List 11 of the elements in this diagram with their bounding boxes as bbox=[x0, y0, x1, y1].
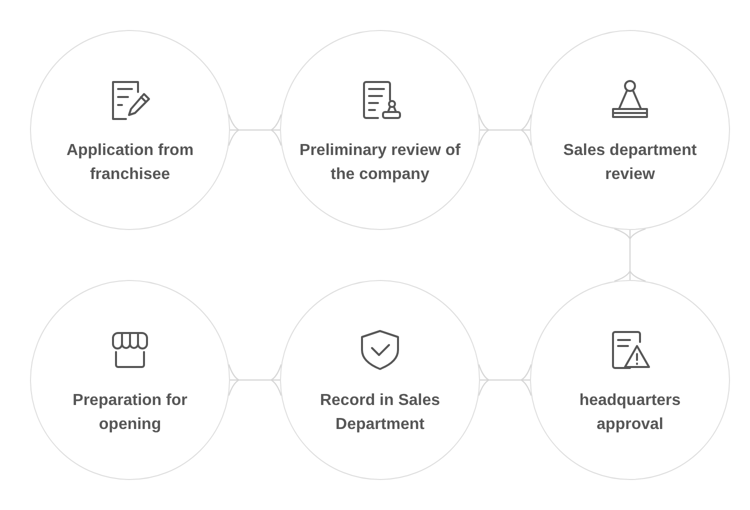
step-label: Sales department review bbox=[562, 141, 698, 185]
step-label: Preliminary review of the company bbox=[298, 141, 462, 185]
step-label: Preparation for opening bbox=[72, 391, 188, 435]
connector-line bbox=[478, 114, 532, 146]
connector-line bbox=[614, 228, 646, 282]
connector-line bbox=[228, 114, 282, 146]
connector-line bbox=[478, 364, 532, 396]
step-label: Application from franchisee bbox=[65, 141, 195, 185]
step-label: Record in Sales Department bbox=[318, 391, 442, 435]
step-label: headquarters approval bbox=[578, 391, 682, 435]
connector-line bbox=[228, 364, 282, 396]
